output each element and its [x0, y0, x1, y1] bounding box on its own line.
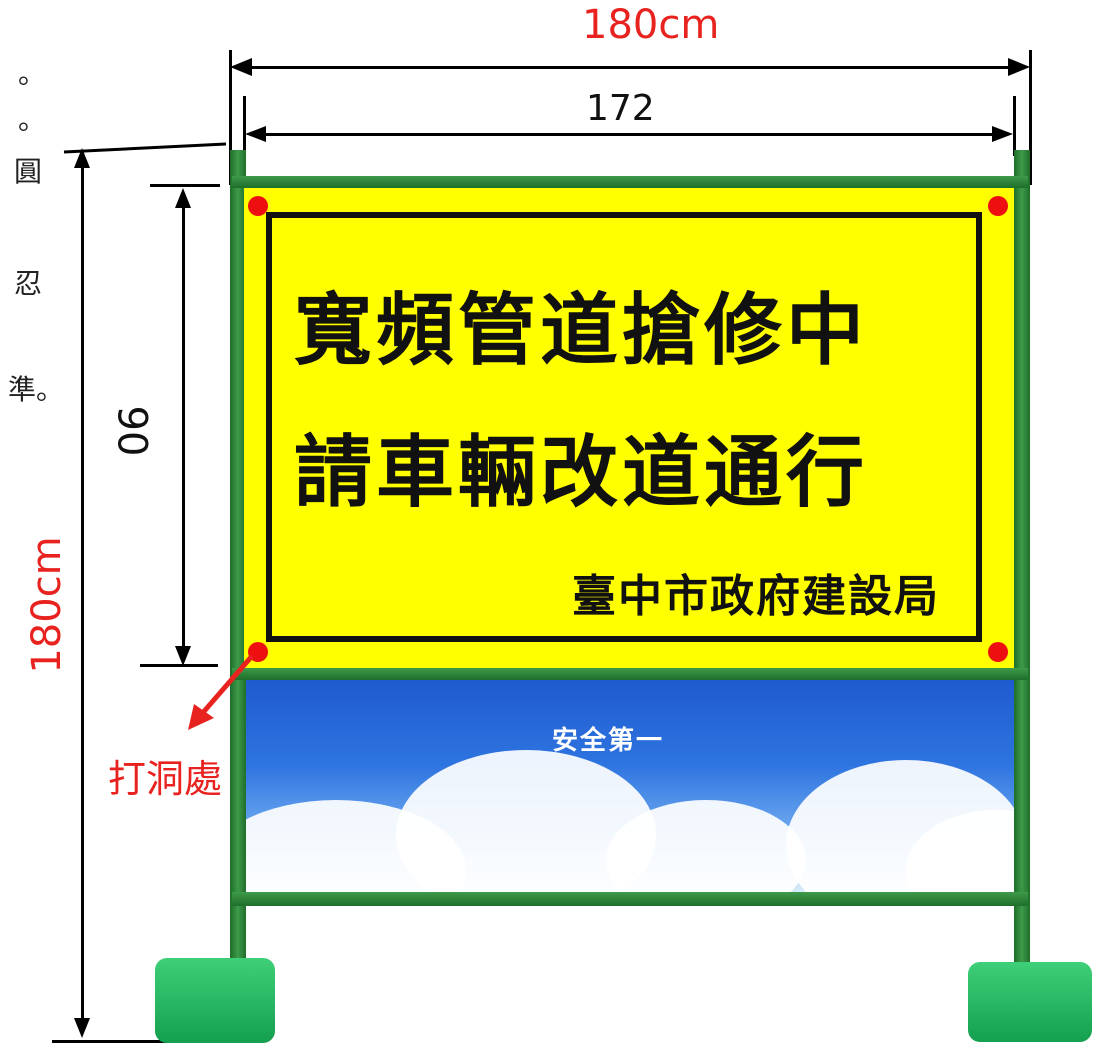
hole-arrow: [188, 654, 254, 730]
frame-post-right: [1014, 150, 1030, 980]
cropped-text-4: 忍: [14, 267, 43, 300]
total-height-tick-bottom: [52, 1040, 218, 1043]
sign-line-1: 寬頻管道搶修中: [294, 286, 869, 376]
hole-label: 打洞處: [108, 748, 223, 803]
sign-line-2: 請車輛改道通行: [294, 428, 869, 518]
sign-height-label: 90: [108, 405, 155, 457]
total-height-top-tick: [63, 142, 227, 154]
outer-width-tick-right: [1029, 50, 1032, 185]
frame-post-left: [230, 150, 246, 980]
outer-width-line: [238, 66, 1021, 69]
inner-width-line: [252, 133, 1004, 136]
cropped-text-2: 。: [18, 103, 47, 136]
cropped-text-1: 。: [18, 57, 47, 90]
inner-width-tick-right: [1013, 96, 1016, 156]
sign-height-arrows: [175, 188, 191, 666]
total-height-line: [81, 160, 84, 1032]
inner-width-tick-left: [243, 96, 246, 156]
cropped-text-3: 圓: [14, 155, 43, 188]
sign-height-tick-bottom: [140, 664, 218, 667]
sign-height-line: [182, 195, 185, 655]
total-height-label: 180cm: [24, 536, 70, 674]
safety-slogan: 安全第一: [552, 726, 665, 756]
frame-middle-rail: [232, 668, 1028, 680]
inner-width-arrows: [245, 126, 1013, 142]
cropped-text-5: 準。: [8, 373, 65, 406]
outer-width-label: 180cm: [582, 2, 720, 48]
sign-agency: 臺中市政府建設局: [572, 571, 940, 622]
sign-border: [266, 212, 982, 642]
frame-base-left: [155, 958, 275, 1043]
frame-top-rail: [232, 176, 1028, 188]
total-height-arrows: [74, 148, 90, 1038]
sign-panel: [244, 188, 1014, 668]
hole-marker-bottom-right: [988, 642, 1008, 662]
frame-base-right: [968, 962, 1092, 1042]
outer-width-arrows: [230, 58, 1030, 76]
hole-marker-top-left: [248, 196, 268, 216]
safety-banner: 安全第一: [246, 680, 1014, 892]
inner-width-label: 172: [586, 88, 655, 129]
sign-height-tick-top: [150, 184, 220, 187]
cloud-shape: [606, 800, 806, 892]
hole-marker-top-right: [988, 196, 1008, 216]
outer-width-tick-left: [229, 50, 232, 185]
frame-bottom-rail: [232, 892, 1028, 906]
